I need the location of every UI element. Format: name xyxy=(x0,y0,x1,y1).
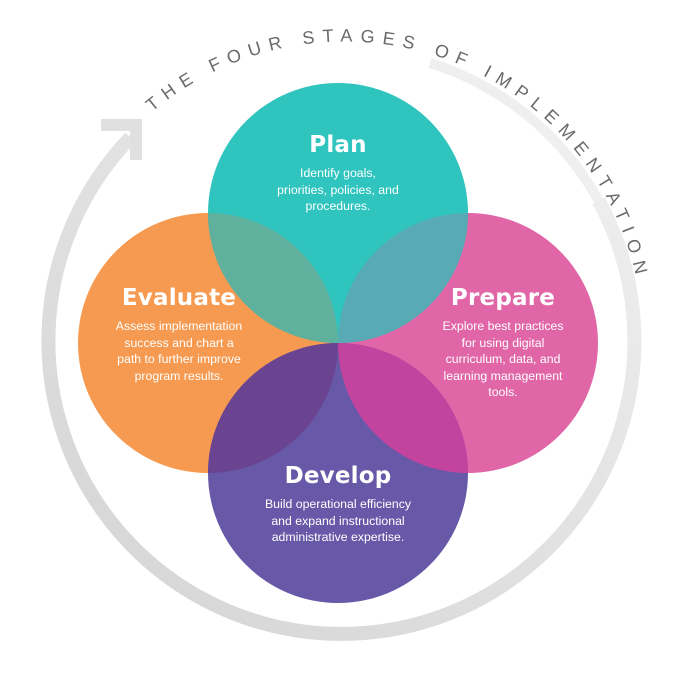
stage-circles xyxy=(78,83,598,603)
description-line: path to further improve xyxy=(117,352,241,366)
stage-description-evaluate: Assess implementation success and chart … xyxy=(94,318,264,384)
description-line: learning management xyxy=(443,368,563,383)
stage-plan: Plan Identify goals, priorities, policie… xyxy=(258,131,418,215)
cycle-ring-arc-faded xyxy=(428,58,603,203)
description-line: priorities, policies, and xyxy=(277,182,399,197)
description-line: procedures. xyxy=(305,199,371,213)
overlap-plan-evaluate xyxy=(208,213,338,343)
description-line: Identify goals, xyxy=(300,166,376,180)
cycle-ring xyxy=(41,58,642,641)
description-line: tools. xyxy=(488,385,518,399)
description-line: Assess implementation xyxy=(115,319,243,333)
stage-description-plan: Identify goals, priorities, policies, an… xyxy=(258,165,418,215)
stage-evaluate: Evaluate Assess implementation success a… xyxy=(94,284,264,384)
stage-description-prepare: Explore best practices for using digital… xyxy=(418,318,588,401)
stage-title-evaluate: Evaluate xyxy=(121,285,237,311)
stage-title-plan: Plan xyxy=(309,132,367,158)
description-line: Build operational efficiency xyxy=(264,497,412,511)
cycle-ring-arc xyxy=(41,132,642,641)
description-line: program results. xyxy=(134,368,224,383)
arrow-up-right-icon xyxy=(101,119,142,160)
stage-prepare: Prepare Explore best practices for using… xyxy=(418,284,588,401)
stage-develop: Develop Build operational efficiency and… xyxy=(243,462,433,546)
stage-title-develop: Develop xyxy=(284,463,392,489)
description-line: Explore best practices xyxy=(442,319,564,333)
description-line: for using digital xyxy=(461,335,545,350)
description-line: and expand instructional xyxy=(271,513,405,528)
description-line: success and chart a xyxy=(124,335,234,350)
description-line: administrative expertise. xyxy=(271,530,405,544)
stage-description-develop: Build operational efficiency and expand … xyxy=(243,496,433,546)
stage-title-prepare: Prepare xyxy=(450,285,556,311)
description-line: curriculum, data, and xyxy=(445,352,561,366)
overlap-evaluate-develop xyxy=(208,343,338,473)
overlap-prepare-develop xyxy=(338,343,468,473)
overlap-plan-prepare xyxy=(338,213,468,343)
